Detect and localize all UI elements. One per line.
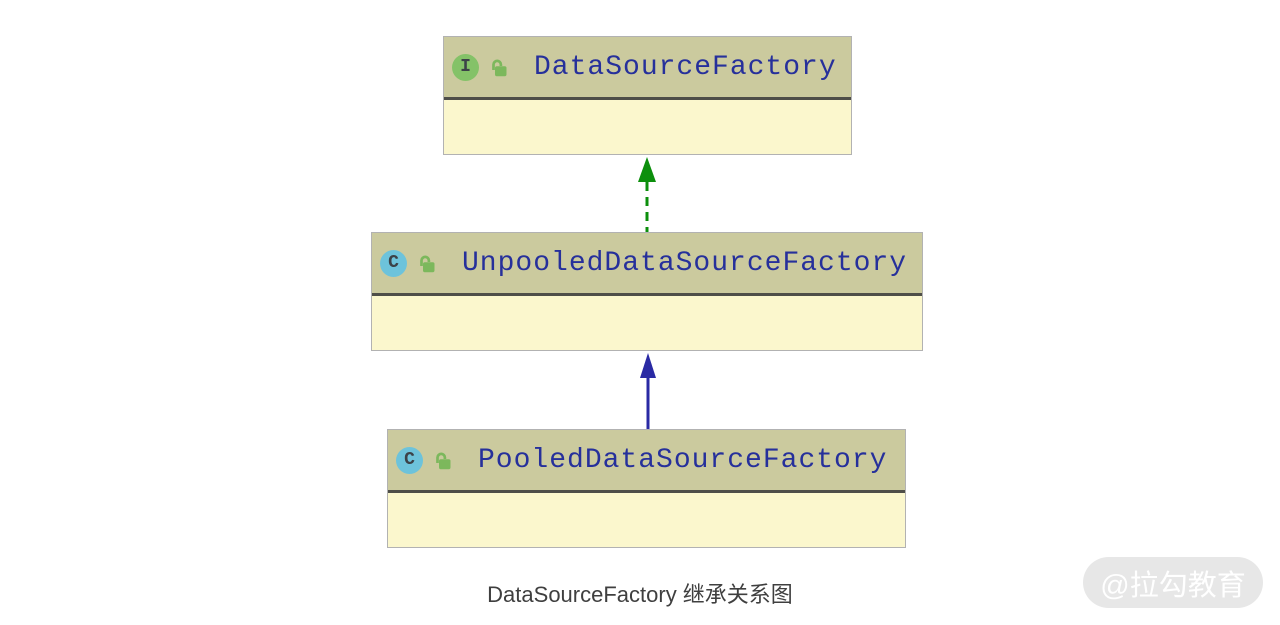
node-header: C UnpooledDataSourceFactory — [372, 233, 922, 293]
node-body — [372, 296, 922, 350]
node-separator — [444, 97, 851, 100]
open-lock-icon — [420, 255, 435, 272]
node-title: PooledDataSourceFactory — [478, 444, 888, 476]
node-body — [444, 100, 851, 154]
node-title: DataSourceFactory — [534, 51, 837, 83]
uml-node-datasourcefactory[interactable]: I DataSourceFactory — [443, 36, 852, 155]
implements-arrow — [638, 157, 656, 233]
class-badge-icon: C — [380, 249, 407, 277]
watermark-badge: @拉勾教育 — [1083, 557, 1263, 608]
node-title: UnpooledDataSourceFactory — [462, 247, 908, 279]
extends-arrow — [640, 353, 656, 430]
diagram-caption: DataSourceFactory 继承关系图 — [487, 582, 793, 607]
uml-node-unpooleddatasourcefactory[interactable]: C UnpooledDataSourceFactory — [371, 232, 923, 351]
open-lock-icon — [492, 59, 507, 76]
interface-badge-icon: I — [452, 53, 479, 81]
node-header: I DataSourceFactory — [444, 37, 851, 97]
open-lock-icon — [436, 452, 451, 469]
node-separator — [388, 490, 905, 493]
node-header: C PooledDataSourceFactory — [388, 430, 905, 490]
uml-node-pooleddatasourcefactory[interactable]: C PooledDataSourceFactory — [387, 429, 906, 548]
class-badge-icon: C — [396, 446, 423, 474]
node-body — [388, 493, 905, 547]
node-separator — [372, 293, 922, 296]
